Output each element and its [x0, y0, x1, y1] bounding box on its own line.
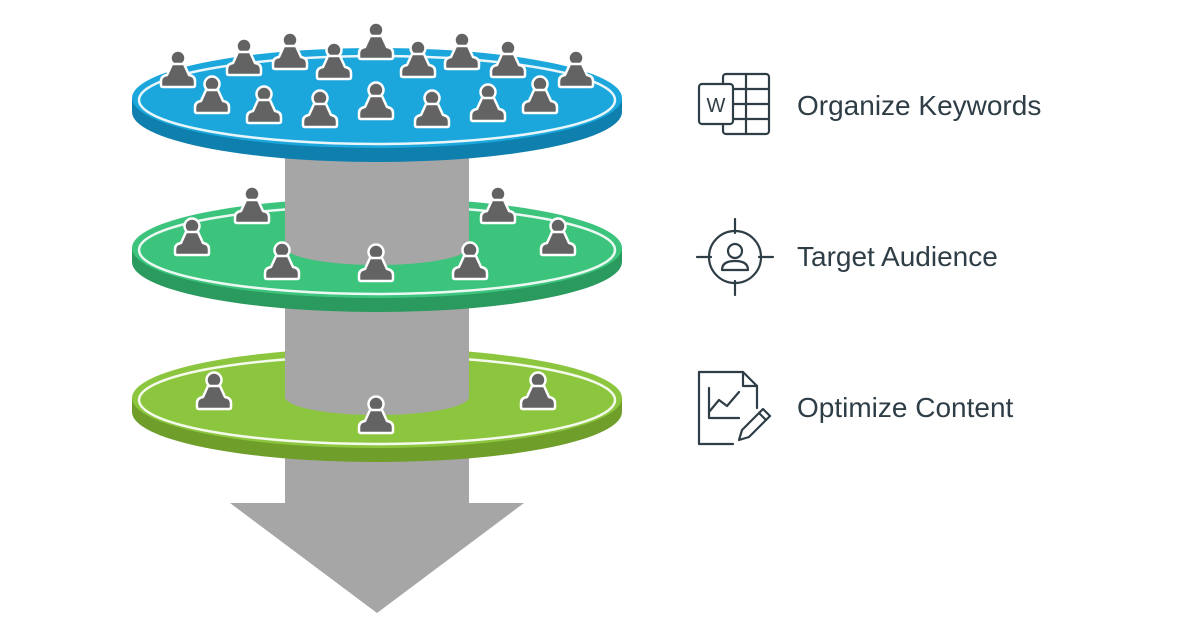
- disc-target-audience: [132, 160, 622, 312]
- word-document-icon: W: [697, 72, 771, 136]
- stage-optimize-content: Optimize Content: [695, 368, 1013, 448]
- funnel-arrow: [230, 440, 524, 613]
- stage-label-optimize-content: Optimize Content: [797, 392, 1014, 423]
- stage-label-organize-keywords: Organize Keywords: [797, 90, 1042, 121]
- chart-edit-icon: [697, 370, 772, 446]
- stage-label-target-audience: Target Audience: [797, 241, 998, 272]
- svg-text:W: W: [707, 95, 726, 117]
- stage-target-audience: Target Audience: [695, 217, 998, 297]
- stage-organize-keywords: W Organize Keywords: [695, 66, 1041, 146]
- target-user-icon: [695, 217, 775, 297]
